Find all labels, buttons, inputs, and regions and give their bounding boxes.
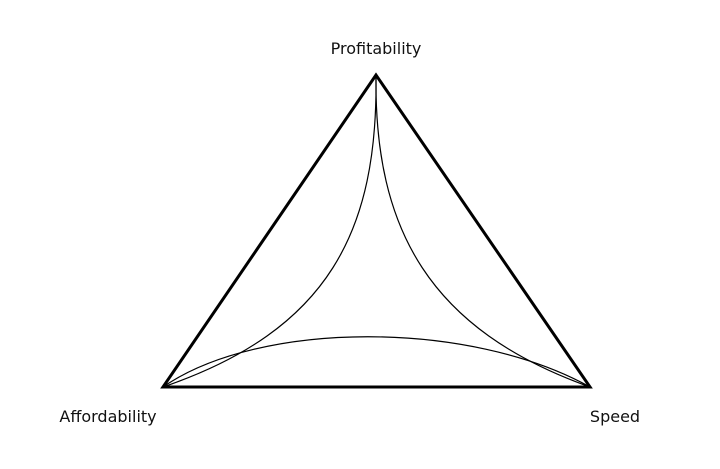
label-speed: Speed [590,407,640,426]
inner-curve-left [162,74,377,388]
inner-curve-bottom [162,336,591,388]
label-affordability: Affordability [59,407,156,426]
label-profitability: Profitability [331,39,422,58]
outer-triangle [160,72,593,389]
